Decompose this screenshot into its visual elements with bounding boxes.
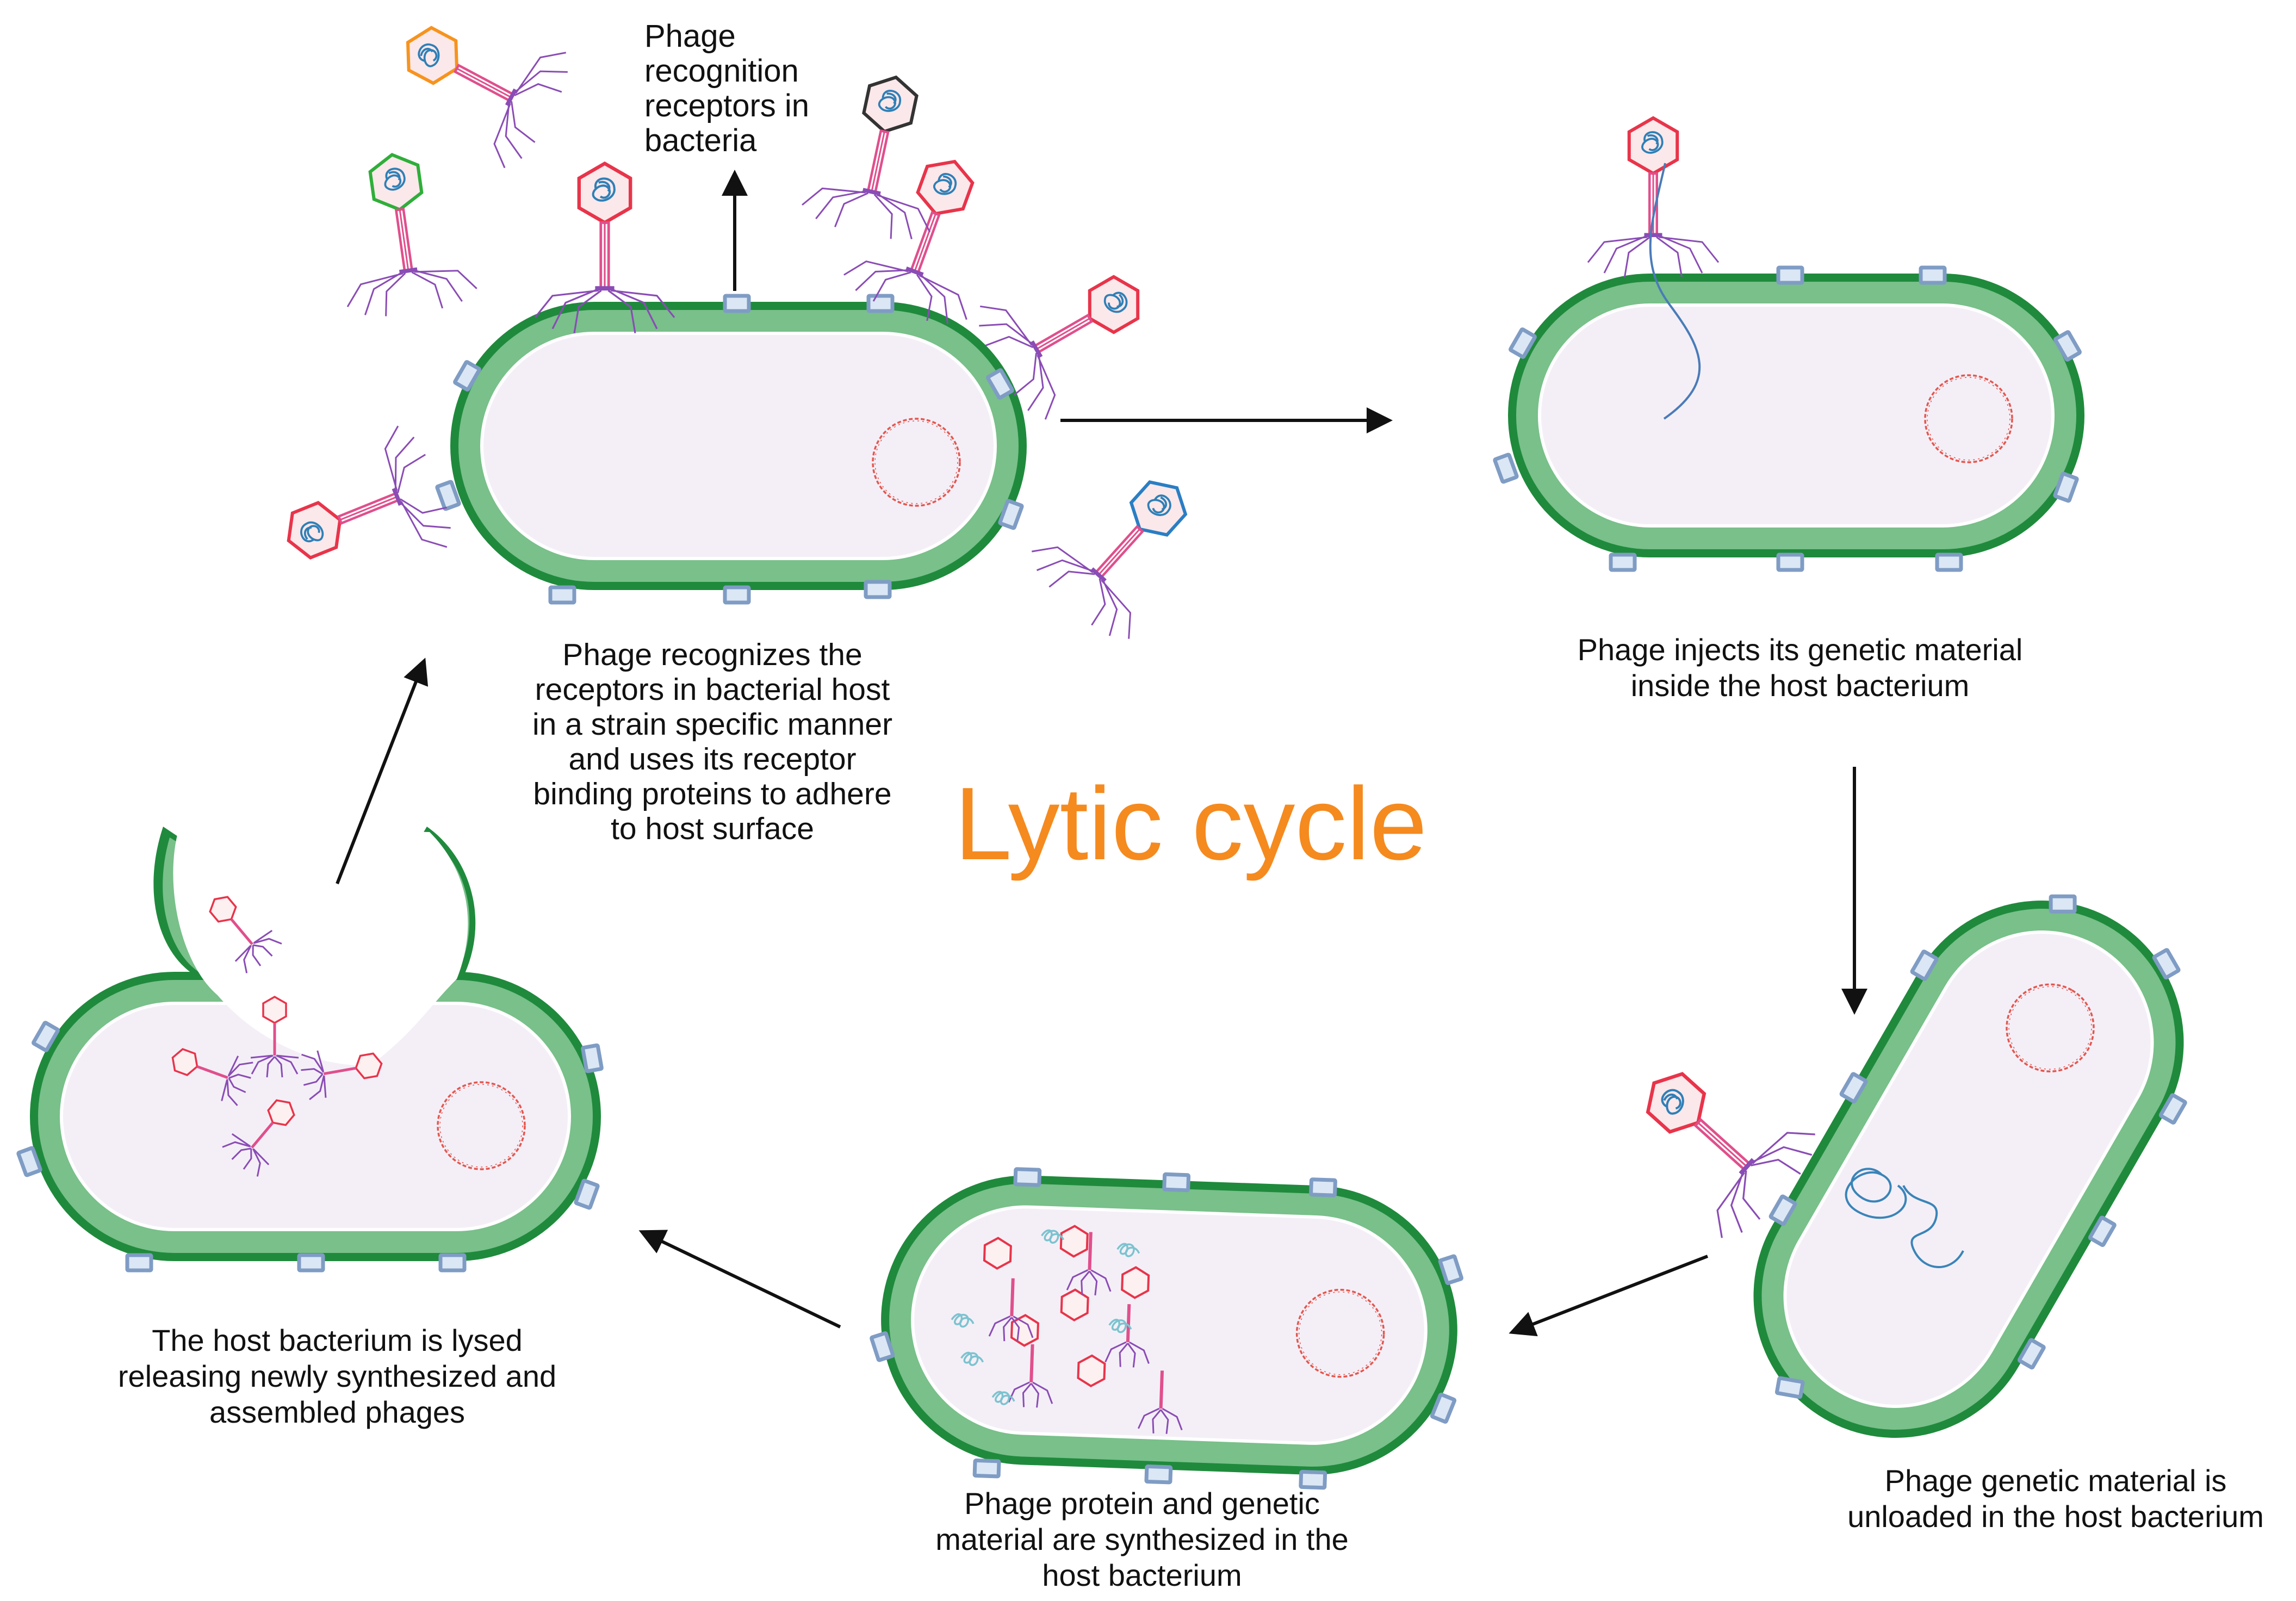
receptor-label: Phage recognition receptors in bacteria xyxy=(644,18,810,158)
arrow-step5-to-step1 xyxy=(336,657,429,885)
bacterium-dna-unloaded xyxy=(1753,845,2247,1438)
arrow-step3-to-step4 xyxy=(1509,1255,1709,1337)
cycle-arrow-icon xyxy=(336,407,1867,1337)
dna-strand-icon xyxy=(1649,163,1701,420)
caption-step4: Phage protein and genetic material are s… xyxy=(935,1486,1349,1592)
bacterium-injection xyxy=(1494,268,2084,570)
caption-step3: Phage genetic material is unloaded in th… xyxy=(1847,1463,2264,1534)
bacterium-lysed xyxy=(18,827,601,1270)
caption-step5: The host bacterium is lysed releasing ne… xyxy=(117,1323,557,1429)
dna-strand-icon xyxy=(1845,1168,1964,1268)
bacterium-synthesis xyxy=(867,1164,1465,1492)
arrow-step4-to-step5 xyxy=(638,1230,841,1329)
caption-step2: Phage injects its genetic material insid… xyxy=(1577,632,2023,703)
caption-step1: Phage recognizes the receptors in bacter… xyxy=(532,637,893,846)
bacteriophage-icon xyxy=(1588,118,1718,277)
diagram-title: Lytic cycle xyxy=(954,766,1428,882)
bacterium-attachment xyxy=(437,296,1027,603)
